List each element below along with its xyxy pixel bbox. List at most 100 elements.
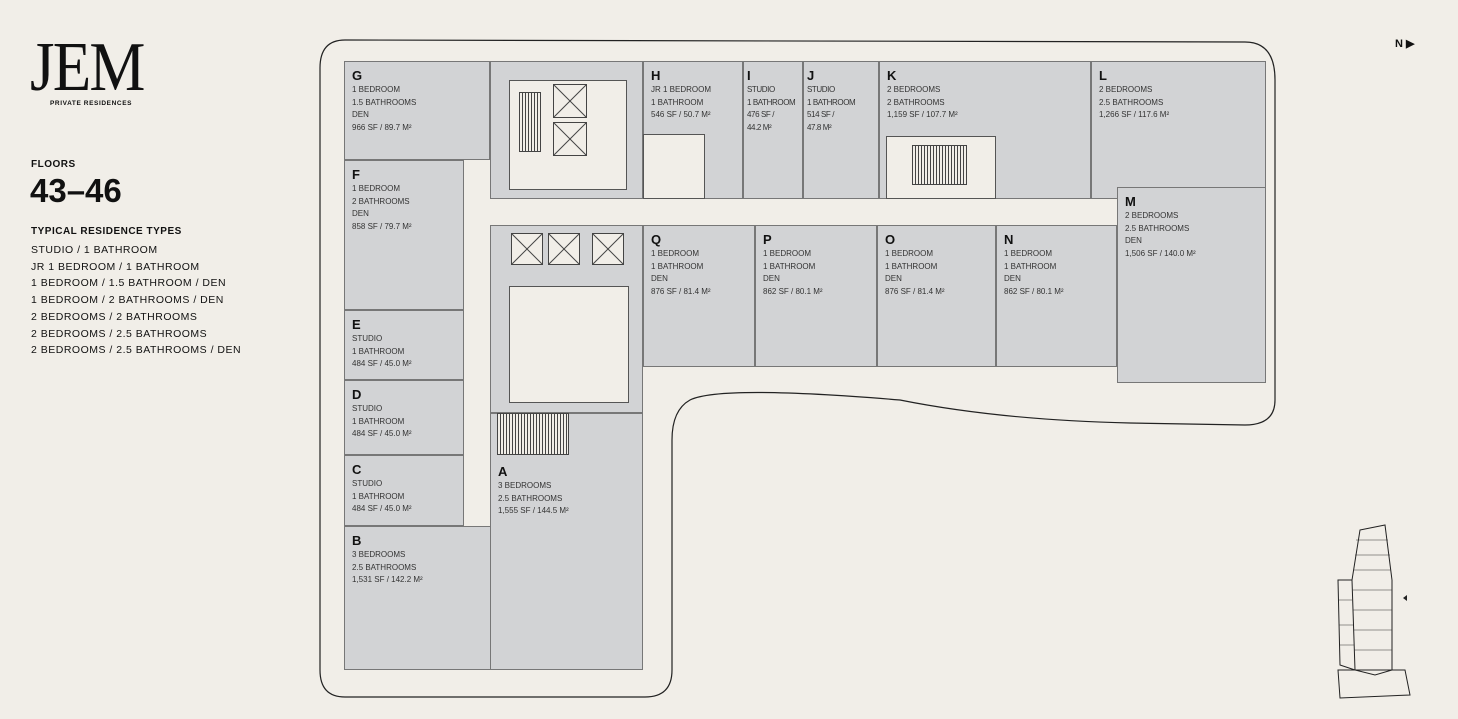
stair-core	[886, 136, 996, 199]
unit-f[interactable]: F 1 BEDROOM 2 BATHROOMS DEN 858 SF / 79.7 M²	[344, 160, 464, 310]
elevator-icon	[553, 84, 587, 118]
north-arrow-icon: ▶	[1406, 38, 1415, 50]
unit-detail: 2 BEDROOMS	[1125, 211, 1179, 220]
unit-detail: JR 1 BEDROOM	[651, 85, 712, 94]
residence-types: TYPICAL RESIDENCE TYPES STUDIO / 1 BATHR…	[31, 226, 241, 359]
unit-detail: 862 SF / 80.1 M²	[1004, 287, 1064, 297]
unit-detail: DEN	[651, 274, 668, 284]
residence-type: 2 BEDROOMS / 2 BATHROOMS	[31, 310, 198, 323]
unit-letter: F	[352, 167, 360, 182]
unit-detail: 1,506 SF / 140.0 M²	[1125, 249, 1196, 259]
unit-letter: L	[1099, 68, 1107, 83]
unit-detail: 1,555 SF / 144.5 M²	[498, 506, 569, 516]
unit-detail: 476 SF /	[747, 110, 775, 120]
unit-detail: 2 BEDROOMS	[887, 85, 941, 94]
unit-j[interactable]: J STUDIO 1 BATHROOM 514 SF / 47.8 M²	[803, 61, 879, 199]
shaft	[643, 134, 705, 199]
unit-detail: 876 SF / 81.4 M²	[885, 287, 945, 297]
unit-detail: 1 BEDROOM	[352, 85, 401, 94]
unit-detail: 1 BATHROOM	[651, 261, 704, 271]
unit-letter: G	[352, 68, 363, 83]
unit-detail: 966 SF / 89.7 M²	[352, 123, 412, 133]
unit-detail: DEN	[352, 209, 369, 219]
unit-detail: 1 BATHROOM	[1004, 261, 1057, 271]
unit-letter: D	[352, 387, 362, 402]
unit-letter: B	[352, 533, 362, 548]
elevator-icon	[553, 122, 587, 156]
unit-detail: STUDIO	[352, 404, 383, 413]
north-label: N	[1395, 38, 1403, 50]
unit-detail: 47.8 M²	[807, 123, 832, 133]
unit-detail: 2 BATHROOMS	[887, 97, 945, 107]
unit-letter: C	[352, 462, 362, 477]
unit-letter: N	[1004, 232, 1014, 247]
unit-detail: 858 SF / 79.7 M²	[352, 222, 412, 232]
residence-type: STUDIO / 1 BATHROOM	[31, 244, 158, 256]
tower-thumbnail	[1337, 524, 1411, 699]
brand-logo[interactable]: JEM PRIVATE RESIDENCES	[30, 29, 155, 108]
unit-m[interactable]: M 2 BEDROOMS 2.5 BATHROOMS DEN 1,506 SF / 14…	[1117, 187, 1266, 383]
unit-letter: K	[887, 68, 897, 83]
residence-type: 2 BEDROOMS / 2.5 BATHROOMS	[31, 327, 208, 340]
unit-detail: 1,159 SF / 107.7 M²	[887, 110, 958, 120]
unit-detail: 1,266 SF / 117.6 M²	[1099, 110, 1170, 120]
unit-detail: 484 SF / 45.0 M²	[352, 359, 412, 369]
unit-detail: 1 BATHROOM	[352, 416, 405, 426]
stair-icon	[912, 145, 967, 185]
logo-wordmark: JEM	[30, 29, 145, 106]
unit-detail: 1 BATHROOM	[651, 97, 704, 107]
logo-tagline: PRIVATE RESIDENCES	[50, 100, 133, 107]
unit-d[interactable]: D STUDIO 1 BATHROOM 484 SF / 45.0 M²	[344, 380, 464, 455]
stair-icon	[497, 413, 569, 455]
unit-detail: 1 BATHROOM	[763, 261, 816, 271]
unit-detail: 44.2 M²	[747, 123, 772, 133]
unit-letter: A	[498, 464, 508, 479]
unit-detail: 1 BEDROOM	[885, 249, 934, 258]
unit-detail: STUDIO	[807, 85, 835, 94]
residence-type: 2 BEDROOMS / 2.5 BATHROOMS / DEN	[31, 344, 242, 357]
unit-letter: Q	[651, 232, 662, 247]
unit-letter: M	[1125, 194, 1136, 209]
elevator-icon	[592, 233, 624, 265]
unit-detail: 1 BEDROOM	[1004, 249, 1053, 258]
unit-detail: 2 BATHROOMS	[352, 196, 410, 206]
unit-detail: 1 BEDROOM	[352, 184, 401, 193]
floors-value: 43–46	[30, 172, 122, 209]
unit-detail: STUDIO	[352, 334, 383, 343]
unit-detail: 546 SF / 50.7 M²	[651, 110, 711, 120]
unit-detail: 1 BATHROOM	[747, 97, 796, 107]
unit-detail: STUDIO	[747, 85, 775, 94]
floors-label: FLOORS	[31, 159, 76, 170]
unit-detail: DEN	[763, 274, 780, 284]
north-indicator: N ▶	[1395, 37, 1414, 50]
residence-type: 1 BEDROOM / 1.5 BATHROOM / DEN	[31, 277, 227, 290]
unit-detail: 2 BEDROOMS	[1099, 85, 1153, 94]
unit-detail: DEN	[1125, 236, 1142, 246]
elevator-icon	[511, 233, 543, 265]
elevator-core-south	[490, 225, 643, 413]
unit-detail: 484 SF / 45.0 M²	[352, 429, 412, 439]
elevator-core-north	[490, 61, 643, 199]
unit-letter: O	[885, 232, 896, 247]
unit-letter: J	[807, 68, 814, 83]
unit-detail: 1 BATHROOM	[807, 97, 856, 107]
unit-detail: 1 BEDROOM	[651, 249, 700, 258]
unit-detail: 1 BATHROOM	[885, 261, 938, 271]
unit-detail: 3 BEDROOMS	[498, 481, 552, 490]
unit-detail: 514 SF /	[807, 110, 835, 120]
unit-detail: 3 BEDROOMS	[352, 550, 406, 559]
unit-detail: DEN	[352, 110, 369, 120]
unit-detail: 2.5 BATHROOMS	[1125, 223, 1190, 233]
